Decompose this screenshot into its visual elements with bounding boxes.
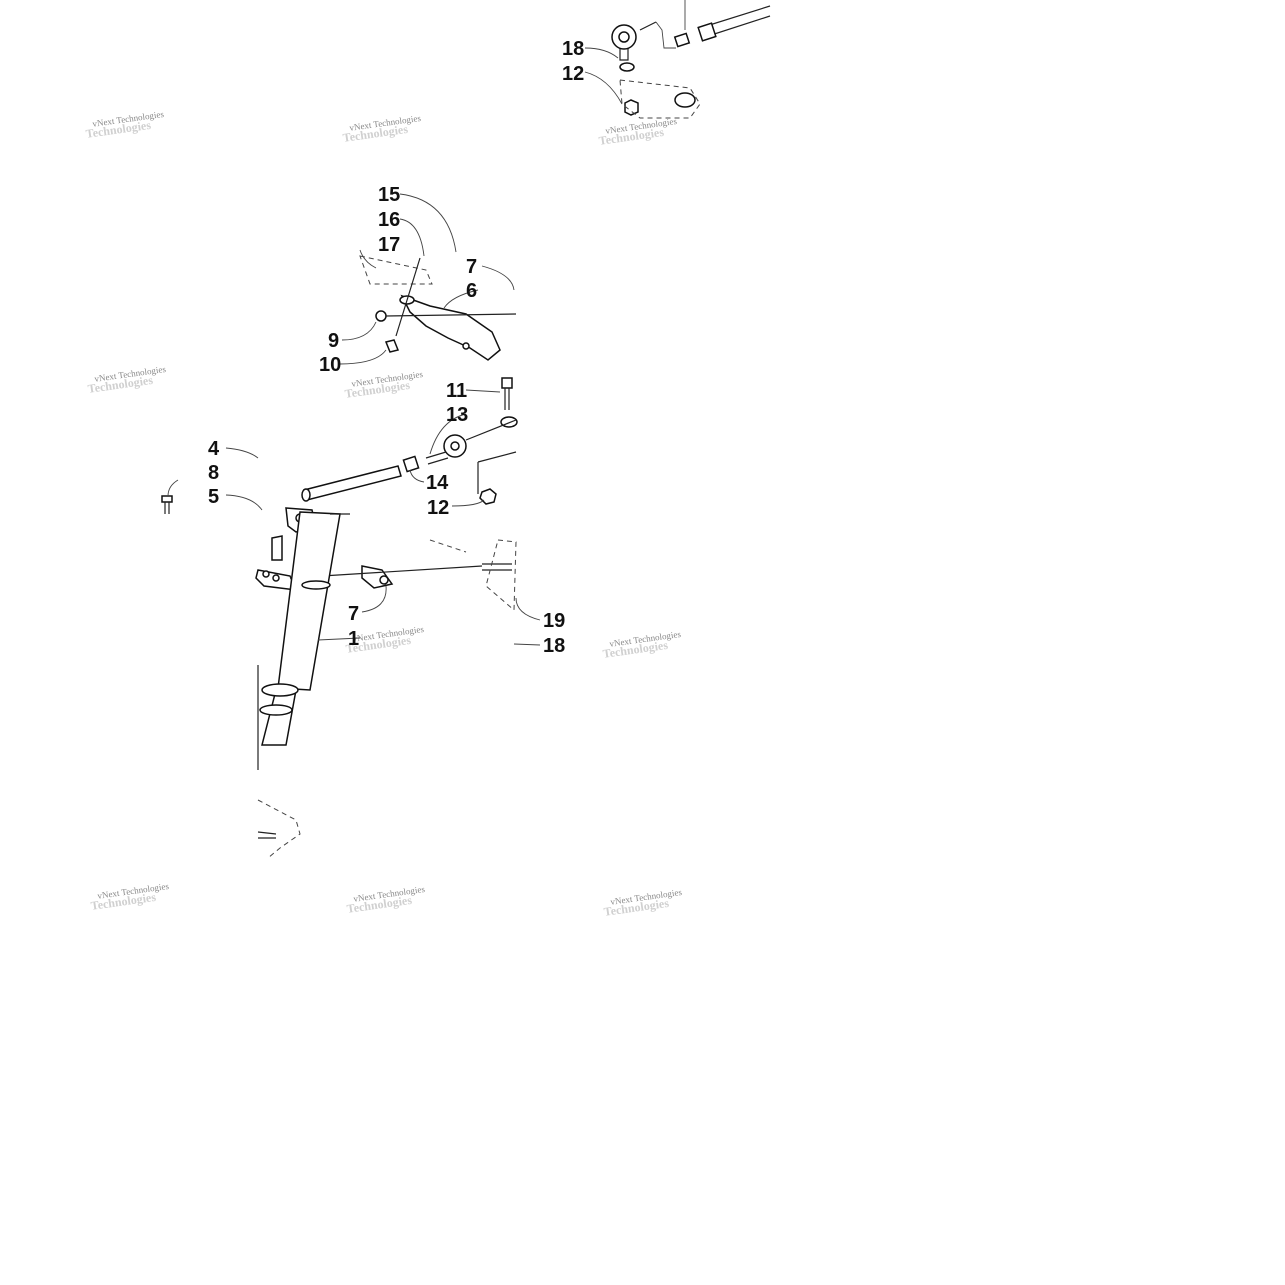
leader-7a xyxy=(481,265,515,291)
watermark: Technologies vNext Technologies xyxy=(85,109,165,141)
ghost-dash xyxy=(429,539,467,553)
leader-16 xyxy=(399,218,425,257)
callout-labels: 18 12 15 16 17 7 6 9 10 11 13 4 8 5 14 1… xyxy=(208,38,584,657)
tie-rod-middle xyxy=(303,465,402,501)
watermark: Technologies vNext Technologies xyxy=(603,887,683,919)
leader-4 xyxy=(225,447,259,459)
callout-10: 10 xyxy=(319,354,341,376)
post-collar xyxy=(301,580,331,590)
leader-17 xyxy=(359,249,377,269)
bolt-lower xyxy=(271,535,283,561)
lower-stud xyxy=(257,831,277,839)
lower-clamp-hole-1 xyxy=(262,570,270,578)
locknut-top xyxy=(624,99,639,116)
callout-15: 15 xyxy=(378,184,400,206)
link-line xyxy=(465,419,517,441)
steering-post-assembly xyxy=(161,447,541,859)
tie-rod-top-sleeve xyxy=(697,22,717,42)
post-bearing-1 xyxy=(261,683,299,697)
leader-11 xyxy=(465,389,501,393)
post-bearing-2 xyxy=(259,704,293,716)
steering-post xyxy=(277,511,341,691)
leader-misc xyxy=(655,21,676,49)
callout-16: 16 xyxy=(378,209,400,231)
rod-end-stud xyxy=(619,49,629,61)
callout-19: 19 xyxy=(543,610,565,632)
leader-18-lower xyxy=(513,643,541,646)
callout-4: 4 xyxy=(208,438,220,460)
bolt-8-head xyxy=(161,495,173,503)
leader-15 xyxy=(399,193,457,253)
lower-clamp-hole-2 xyxy=(272,574,280,582)
watermark: Technologies vNext Technologies xyxy=(346,884,426,916)
tie-rod-assembly-top xyxy=(584,0,771,119)
jam-nut-top xyxy=(673,32,691,48)
jam-nut-14 xyxy=(402,455,420,473)
leader-14 xyxy=(409,469,425,483)
leader-12-top xyxy=(584,71,623,105)
clip-10 xyxy=(384,339,400,353)
watermark: Technologies vNext Technologies xyxy=(87,364,167,396)
leader-5 xyxy=(225,494,263,511)
leader-19 xyxy=(515,597,541,621)
callout-5: 5 xyxy=(208,486,219,508)
callout-12-mid: 12 xyxy=(427,497,449,519)
post-lower xyxy=(261,689,297,746)
washer-top xyxy=(619,62,635,72)
leader-13 xyxy=(429,413,467,455)
leader-8 xyxy=(167,479,179,497)
leader-6 xyxy=(443,289,479,309)
handlebar-block xyxy=(400,294,501,361)
bolt-11-shank xyxy=(504,388,510,410)
rod-end-13-eye xyxy=(450,441,460,451)
watermark: Technologies vNext Technologies xyxy=(344,369,424,401)
callout-8: 8 xyxy=(208,462,219,484)
bolt-11-head xyxy=(501,377,513,389)
callout-7: 7 xyxy=(466,256,477,278)
watermark: Technologies vNext Technologies xyxy=(90,881,170,913)
callout-6: 6 xyxy=(466,280,477,302)
steering-link-assembly xyxy=(301,377,518,507)
watermark: Technologies vNext Technologies xyxy=(598,116,678,148)
bracket-ghost xyxy=(359,255,433,285)
callout-13: 13 xyxy=(446,404,468,426)
nut-9 xyxy=(375,310,387,322)
handlebar-bolt-hole xyxy=(462,342,470,350)
leader-12-mid xyxy=(451,499,485,507)
tie-rod-middle-end xyxy=(301,488,311,502)
callout-18-lower: 18 xyxy=(543,635,565,657)
watermark: Technologies vNext Technologies xyxy=(602,629,682,661)
threaded-stud xyxy=(482,563,512,571)
watermark: Technologies vNext Technologies xyxy=(342,113,422,145)
axis-line xyxy=(385,313,517,317)
callout-12: 12 xyxy=(562,63,584,85)
bolt-8-shank xyxy=(164,502,170,514)
rod-end-top-eye xyxy=(618,31,630,43)
pitman-line xyxy=(477,451,517,494)
callout-18: 18 xyxy=(562,38,584,60)
rod-end-thread xyxy=(639,21,657,31)
callout-11: 11 xyxy=(446,380,467,402)
leader-9 xyxy=(341,321,377,341)
callout-14: 14 xyxy=(426,472,449,494)
callout-1: 1 xyxy=(348,628,359,650)
pin-line xyxy=(395,257,421,337)
lower-clamp-right-hole xyxy=(379,575,389,585)
handlebar-assembly xyxy=(339,193,517,365)
callout-9: 9 xyxy=(328,330,339,352)
ghost-lower xyxy=(257,799,301,859)
leader-18-top xyxy=(584,47,619,59)
ghost-bracket-right xyxy=(485,539,517,612)
leader-1 xyxy=(317,637,361,641)
callout-17: 17 xyxy=(378,234,400,256)
leader-7b xyxy=(361,585,387,613)
rod-end-13-thread xyxy=(425,451,449,465)
leader-10 xyxy=(339,349,387,365)
arm-boss xyxy=(674,92,696,108)
callout-7-lower: 7 xyxy=(348,603,359,625)
